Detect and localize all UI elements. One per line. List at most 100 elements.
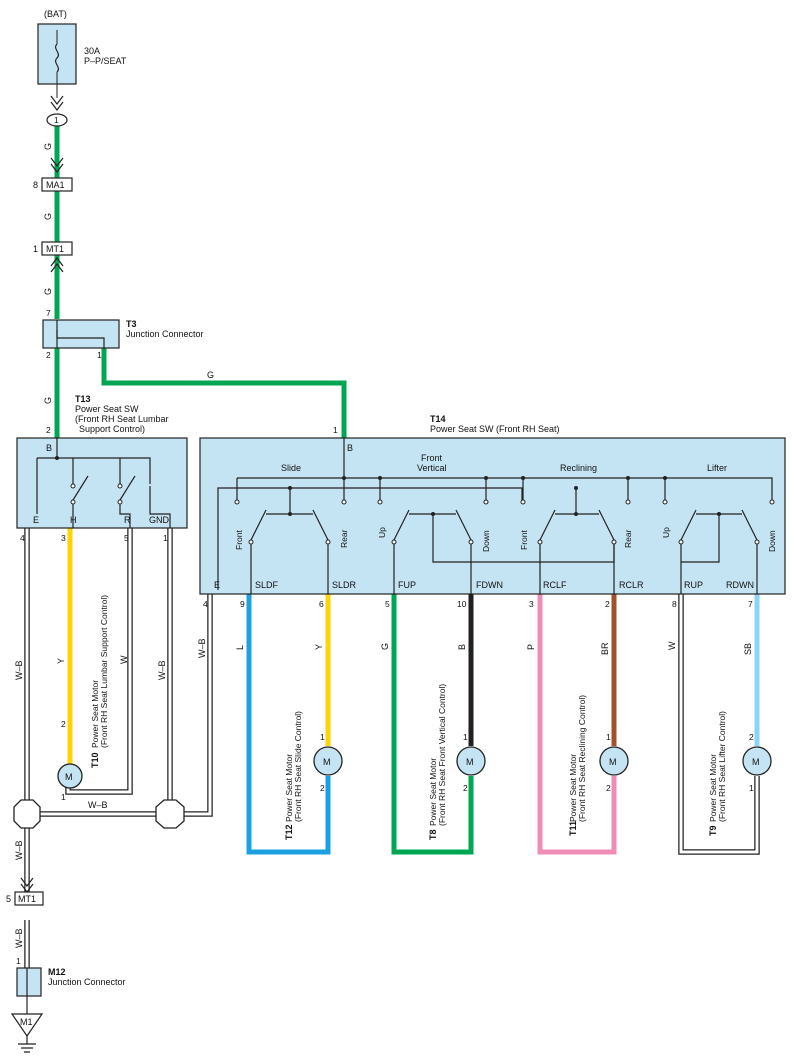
- svg-text:P: P: [526, 644, 536, 650]
- connector-mt1-top: MT1 1: [33, 241, 73, 273]
- svg-text:7: 7: [46, 308, 51, 318]
- wire-wb-group: [24, 528, 213, 968]
- svg-text:T13: T13: [75, 394, 91, 404]
- svg-text:R: R: [124, 515, 131, 525]
- junction-connector-m12: 1 M12 Junction Connector: [16, 956, 126, 1014]
- wire-label-g1: G: [43, 143, 53, 150]
- svg-text:M: M: [65, 772, 73, 782]
- svg-text:W–B: W–B: [14, 660, 24, 680]
- svg-text:M12: M12: [48, 967, 66, 977]
- svg-text:W–B: W–B: [197, 638, 207, 658]
- svg-text:L: L: [235, 645, 245, 650]
- svg-text:4: 4: [203, 599, 208, 609]
- svg-text:1: 1: [97, 350, 102, 360]
- svg-text:RCLR: RCLR: [619, 580, 644, 590]
- wire-label-g5: G: [207, 370, 214, 380]
- motor-t8: M 1 2 T8 Power Seat Motor (Front RH Seat…: [428, 684, 486, 840]
- svg-text:2: 2: [46, 350, 51, 360]
- svg-text:2: 2: [749, 732, 754, 742]
- svg-text:Support Control): Support Control): [79, 424, 145, 434]
- svg-text:(Front RH Seat Lifter Control): (Front RH Seat Lifter Control): [717, 711, 727, 822]
- battery-fuse-section: (BAT) 30A P–P/SEAT 1: [37, 9, 127, 127]
- svg-text:RUP: RUP: [684, 580, 703, 590]
- connector-chevron-icon: [50, 157, 64, 173]
- bat-label: (BAT): [44, 9, 67, 19]
- svg-text:Reclining: Reclining: [560, 463, 597, 473]
- svg-text:BR: BR: [600, 642, 610, 655]
- switch-t14-seat: T14 Power Seat SW (Front RH Seat) 1 B Sl…: [199, 414, 786, 609]
- svg-text:MA1: MA1: [46, 180, 65, 190]
- ground-icon: [18, 1043, 36, 1053]
- svg-text:(Front RH Seat Front Vertical: (Front RH Seat Front Vertical Control): [437, 684, 447, 826]
- svg-text:Rear: Rear: [623, 529, 633, 548]
- motor-t9: M 2 1 T9 Power Seat Motor (Front RH Seat…: [708, 711, 772, 836]
- splice-left-icon: [13, 799, 41, 829]
- motor-t12: M 1 2 T12 Power Seat Motor (Front RH Sea…: [284, 711, 343, 840]
- fuse-name: P–P/SEAT: [84, 56, 127, 66]
- svg-text:MT1: MT1: [46, 244, 64, 254]
- switch-t13-lumbar: T13 Power Seat SW (Front RH Seat Lumbar …: [16, 394, 188, 543]
- svg-text:1: 1: [61, 792, 66, 802]
- svg-text:Front: Front: [519, 530, 529, 550]
- svg-text:M: M: [323, 757, 331, 767]
- svg-text:Down: Down: [481, 530, 491, 552]
- pin-oval: [46, 113, 68, 127]
- svg-text:(Front RH Seat Slide Control): (Front RH Seat Slide Control): [293, 711, 303, 822]
- svg-text:Rear: Rear: [339, 529, 349, 548]
- svg-text:SLDR: SLDR: [332, 580, 357, 590]
- svg-text:6: 6: [319, 599, 324, 609]
- svg-text:FDWN: FDWN: [476, 580, 503, 590]
- svg-text:9: 9: [240, 599, 245, 609]
- svg-text:E: E: [33, 515, 39, 525]
- ground-connector-icon: [10, 1013, 44, 1038]
- svg-text:M: M: [609, 757, 617, 767]
- motor-t11: M 1 2 T11 Power Seat Motor (Front RH Sea…: [568, 695, 629, 836]
- svg-text:B: B: [347, 443, 353, 453]
- wire-pink-reclining: [537, 594, 617, 855]
- svg-text:2: 2: [463, 783, 468, 793]
- wire-color-labels: W–B Y W W–B W–B W–B W–B W–B L Y G B P BR…: [14, 638, 753, 948]
- svg-text:M: M: [466, 757, 474, 767]
- svg-text:2: 2: [605, 599, 610, 609]
- svg-text:Slide: Slide: [281, 463, 301, 473]
- svg-text:1: 1: [333, 425, 338, 435]
- svg-text:Power Seat Motor: Power Seat Motor: [428, 758, 438, 826]
- svg-text:2: 2: [606, 783, 611, 793]
- svg-text:3: 3: [61, 533, 66, 543]
- svg-text:Down: Down: [767, 530, 777, 552]
- svg-text:Power Seat Motor: Power Seat Motor: [90, 680, 100, 748]
- svg-text:T12: T12: [284, 824, 294, 840]
- wire-label-g4: G: [43, 397, 53, 404]
- svg-text:7: 7: [748, 599, 753, 609]
- motor-t10: M 2 1 T10 Power Seat Motor (Front RH Sea…: [57, 595, 109, 802]
- svg-text:B: B: [457, 644, 467, 650]
- wire-green-vertical: [391, 594, 474, 855]
- svg-text:(Front RH Seat Lumbar: (Front RH Seat Lumbar: [75, 414, 169, 424]
- svg-text:1: 1: [16, 956, 21, 966]
- svg-text:5: 5: [124, 533, 129, 543]
- svg-text:T3: T3: [126, 319, 137, 329]
- svg-text:RCLF: RCLF: [543, 580, 567, 590]
- svg-text:W–B: W–B: [157, 660, 167, 680]
- connector-chevron-icon: [50, 95, 64, 111]
- wire-label-g2: G: [43, 213, 53, 220]
- svg-text:Front: Front: [421, 453, 443, 463]
- svg-text:(Front RH Seat Lumbar Support: (Front RH Seat Lumbar Support Control): [99, 595, 109, 748]
- svg-text:1: 1: [33, 244, 38, 254]
- svg-text:SB: SB: [743, 643, 753, 655]
- svg-text:Vertical: Vertical: [417, 463, 447, 473]
- svg-text:Junction Connector: Junction Connector: [48, 977, 126, 987]
- svg-text:Up: Up: [661, 527, 671, 538]
- svg-text:8: 8: [672, 599, 677, 609]
- fuse-icon: [54, 43, 60, 73]
- svg-text:1: 1: [749, 783, 754, 793]
- svg-text:M1: M1: [20, 1017, 33, 1027]
- svg-text:Power Seat Motor: Power Seat Motor: [284, 754, 294, 822]
- svg-text:E: E: [214, 580, 220, 590]
- svg-text:SLDF: SLDF: [255, 580, 279, 590]
- svg-text:H: H: [70, 515, 77, 525]
- svg-text:MT1: MT1: [18, 894, 36, 904]
- svg-text:Power Seat Motor: Power Seat Motor: [568, 754, 578, 822]
- svg-text:2: 2: [61, 719, 66, 729]
